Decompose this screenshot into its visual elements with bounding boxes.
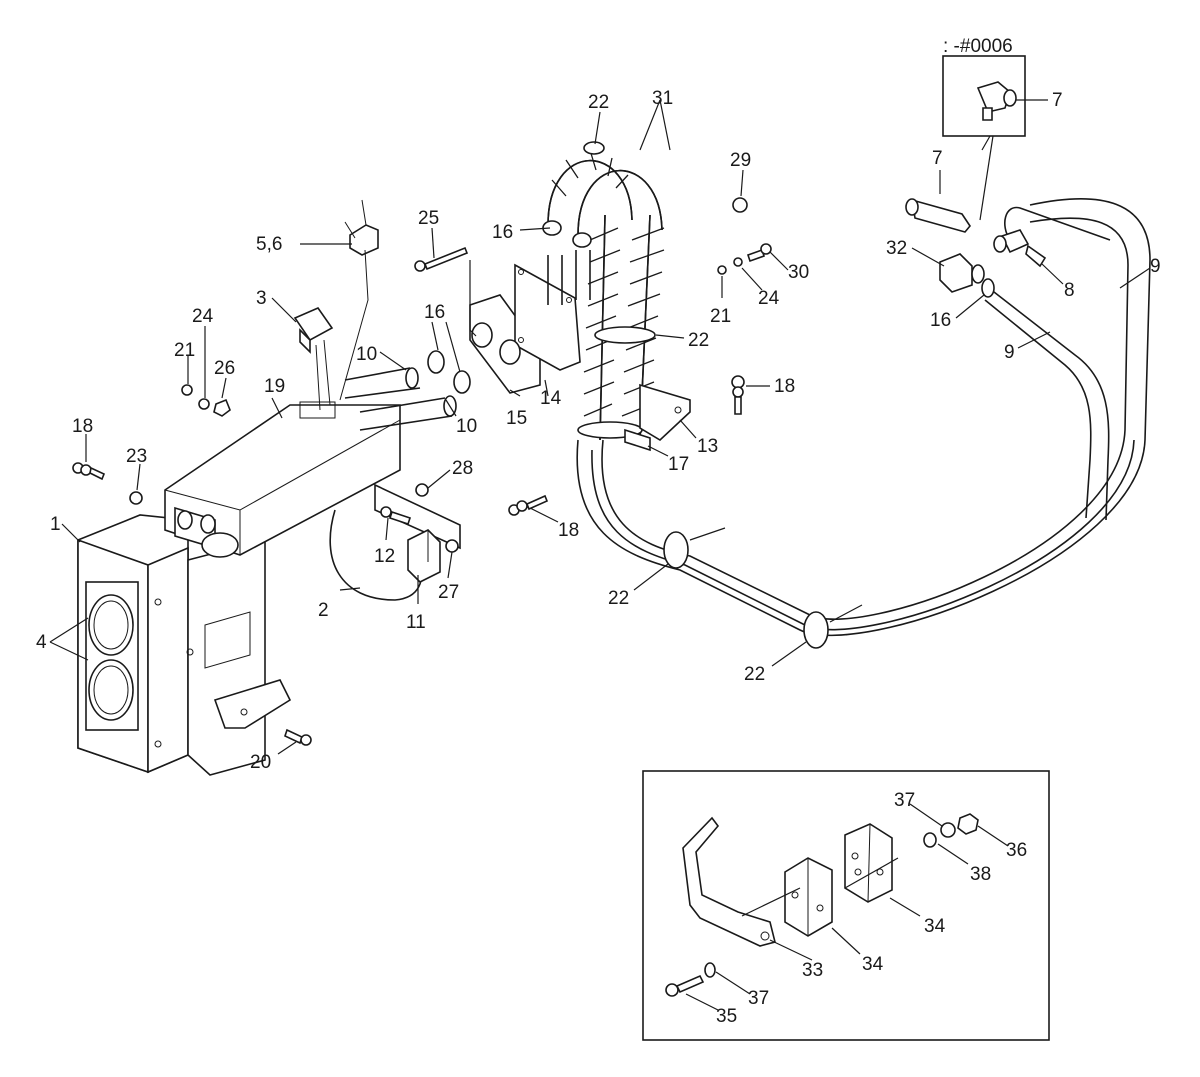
callout-5-6: 5,6 [256, 234, 282, 255]
callout-19: 19 [264, 376, 285, 397]
callout-18c: 18 [774, 376, 795, 397]
nut-29 [732, 197, 748, 213]
washer-21-right [717, 265, 727, 275]
tube-9 [576, 198, 1151, 637]
callout-8: 8 [1064, 280, 1075, 301]
serial-note: : -#0006 [943, 36, 1013, 57]
bracket-13-17 [624, 383, 691, 452]
callout-labels: : -#0006 1 2 3 4 5,6 7 7 8 9 9 10 10 11 … [36, 36, 1161, 1027]
clip-5-6 [339, 199, 379, 401]
callout-9a: 9 [1150, 256, 1161, 277]
bolt-18-mid [508, 494, 549, 516]
callout-31: 31 [652, 88, 673, 109]
screw-12 [380, 506, 412, 526]
callout-30: 30 [788, 262, 809, 283]
callout-36: 36 [1006, 840, 1027, 861]
callout-13: 13 [697, 436, 718, 457]
nut-28 [415, 483, 429, 497]
callout-27: 27 [438, 582, 459, 603]
callout-25: 25 [418, 208, 439, 229]
bolt-18-left [72, 462, 106, 481]
callout-10b: 10 [456, 416, 477, 437]
inset-serial-box [942, 55, 1026, 221]
clamp-16-right [981, 278, 995, 298]
callout-35: 35 [716, 1006, 737, 1027]
callout-4: 4 [36, 632, 47, 653]
callout-33: 33 [802, 960, 823, 981]
inset-bracket-box [642, 770, 1050, 1041]
callout-38: 38 [970, 864, 991, 885]
callout-16a: 16 [492, 222, 513, 243]
callout-12: 12 [374, 546, 395, 567]
callout-1: 1 [50, 514, 61, 535]
manifold-14-15 [469, 250, 591, 394]
callout-9b: 9 [1004, 342, 1015, 363]
clamp-22-mid [594, 326, 656, 344]
callout-24a: 24 [192, 306, 214, 327]
clamp-22-right-tube [803, 611, 829, 649]
callout-32: 32 [886, 238, 907, 259]
washer-21-left [181, 384, 193, 396]
callout-22d: 22 [744, 664, 765, 685]
callout-3: 3 [256, 288, 267, 309]
hose-clamp-16 [427, 350, 445, 374]
nut-23 [129, 491, 143, 505]
relay-11 [374, 483, 461, 583]
callout-23: 23 [126, 446, 147, 467]
cap-26 [213, 398, 231, 417]
switch-3 [293, 307, 334, 411]
clamp-22-left-tube [663, 531, 689, 569]
callout-22a: 22 [588, 92, 609, 113]
callout-22c: 22 [608, 588, 629, 609]
clamp-22-top [583, 141, 605, 155]
callout-2: 2 [318, 600, 329, 621]
callout-10a: 10 [356, 344, 377, 365]
callout-16c: 16 [930, 310, 951, 331]
callout-7a: 7 [932, 148, 943, 169]
callout-18a: 18 [72, 416, 93, 437]
fitting-7 [905, 198, 971, 233]
callout-16b: 16 [424, 302, 445, 323]
callout-14: 14 [540, 388, 562, 409]
nut-27 [445, 539, 459, 553]
callout-29: 29 [730, 150, 751, 171]
callout-7b: 7 [1052, 90, 1063, 111]
elbow-32 [939, 253, 985, 293]
callout-34b: 34 [862, 954, 884, 975]
bolt-25 [414, 246, 469, 272]
callout-24b: 24 [758, 288, 780, 309]
washer-24-left [198, 398, 210, 410]
callout-20: 20 [250, 752, 271, 773]
callout-34a: 34 [924, 916, 946, 937]
hose-clamp-16b [453, 370, 471, 394]
callout-28: 28 [452, 458, 473, 479]
callout-37a: 37 [894, 790, 915, 811]
washer-24-right [733, 257, 743, 267]
callout-15: 15 [506, 408, 527, 429]
callout-18b: 18 [558, 520, 579, 541]
callout-21b: 21 [710, 306, 731, 327]
callout-21a: 21 [174, 340, 195, 361]
callout-22b: 22 [688, 330, 709, 351]
bolt-18-right [731, 375, 745, 415]
callout-11: 11 [406, 612, 426, 633]
leader-lines [49, 99, 1151, 1011]
bolt-30 [746, 243, 772, 263]
callout-17: 17 [668, 454, 689, 475]
callout-26: 26 [214, 358, 235, 379]
valve-8 [993, 229, 1047, 268]
heater-unit [77, 401, 401, 776]
callout-37b: 37 [748, 988, 769, 1009]
